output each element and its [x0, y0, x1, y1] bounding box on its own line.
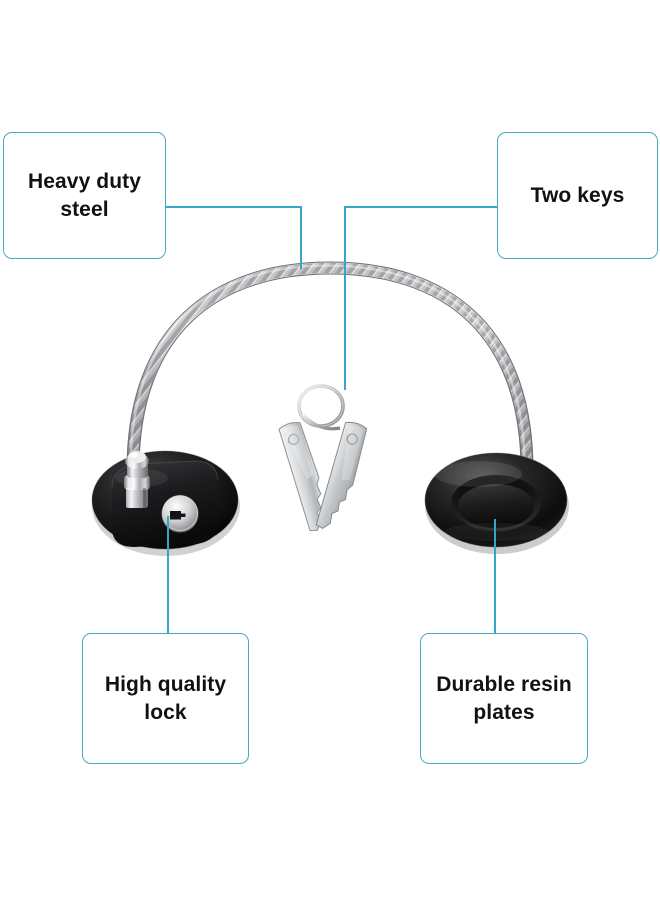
callout-high-quality-lock: High quality lock	[82, 633, 249, 764]
callout-durable-resin-plates: Durable resin plates	[420, 633, 588, 764]
leader-line-two-keys-vertical	[344, 206, 346, 390]
leader-line-high-quality-lock	[167, 516, 169, 635]
leader-line-durable-resin-plates	[494, 519, 496, 635]
callout-label-heavy-duty-steel: Heavy duty steel	[27, 169, 142, 221]
key-left	[278, 422, 322, 532]
callout-heavy-duty-steel: Heavy duty steel	[3, 132, 166, 259]
steel-cable	[126, 261, 534, 477]
key-pair	[278, 384, 368, 532]
callout-label-durable-resin-plates: Durable resin plates	[436, 672, 572, 724]
key-right	[315, 421, 368, 530]
resin-plate	[424, 452, 569, 554]
lock-body	[91, 450, 240, 556]
cable-anchor	[124, 451, 150, 508]
leader-line-heavy-duty-steel-vertical	[300, 206, 302, 269]
leader-line-heavy-duty-steel-horizontal	[165, 206, 302, 208]
leader-line-two-keys-horizontal	[345, 206, 498, 208]
callout-two-keys: Two keys	[497, 132, 658, 259]
callout-label-two-keys: Two keys	[530, 183, 625, 207]
callout-label-high-quality-lock: High quality lock	[104, 672, 227, 724]
